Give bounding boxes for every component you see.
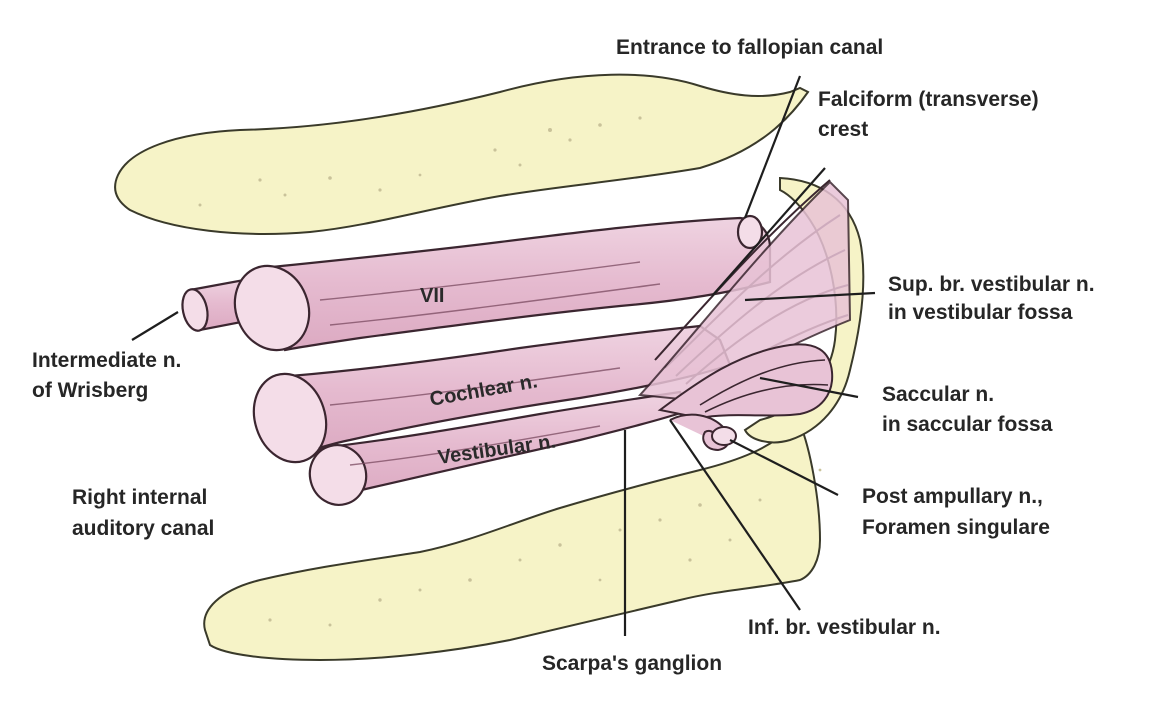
- label-intermediate-line2: of Wrisberg: [32, 377, 148, 405]
- label-vii: VII: [420, 282, 444, 310]
- label-post-amp-line2: Foramen singulare: [862, 514, 1050, 542]
- label-right-canal-line2: auditory canal: [72, 515, 214, 543]
- label-entrance-fallopian-canal: Entrance to fallopian canal: [616, 34, 883, 62]
- label-post-amp-line1: Post ampullary n.,: [862, 483, 1043, 511]
- label-falciform-crest-line1: Falciform (transverse): [818, 86, 1039, 114]
- label-saccular-line1: Saccular n.: [882, 381, 994, 409]
- label-sup-br-line1: Sup. br. vestibular n.: [888, 271, 1095, 299]
- label-falciform-crest-line2: crest: [818, 116, 868, 144]
- leader-intermediate: [132, 312, 178, 340]
- label-sup-br-line2: in vestibular fossa: [888, 299, 1072, 327]
- label-inf-br-vestibular: Inf. br. vestibular n.: [748, 614, 941, 642]
- label-intermediate-line1: Intermediate n.: [32, 347, 181, 375]
- upper-bone-wall: [115, 75, 808, 234]
- label-saccular-line2: in saccular fossa: [882, 411, 1052, 439]
- post-ampullary-nerve: [670, 415, 736, 450]
- label-right-canal-line1: Right internal: [72, 484, 207, 512]
- label-scarpas-ganglion: Scarpa's ganglion: [542, 650, 722, 678]
